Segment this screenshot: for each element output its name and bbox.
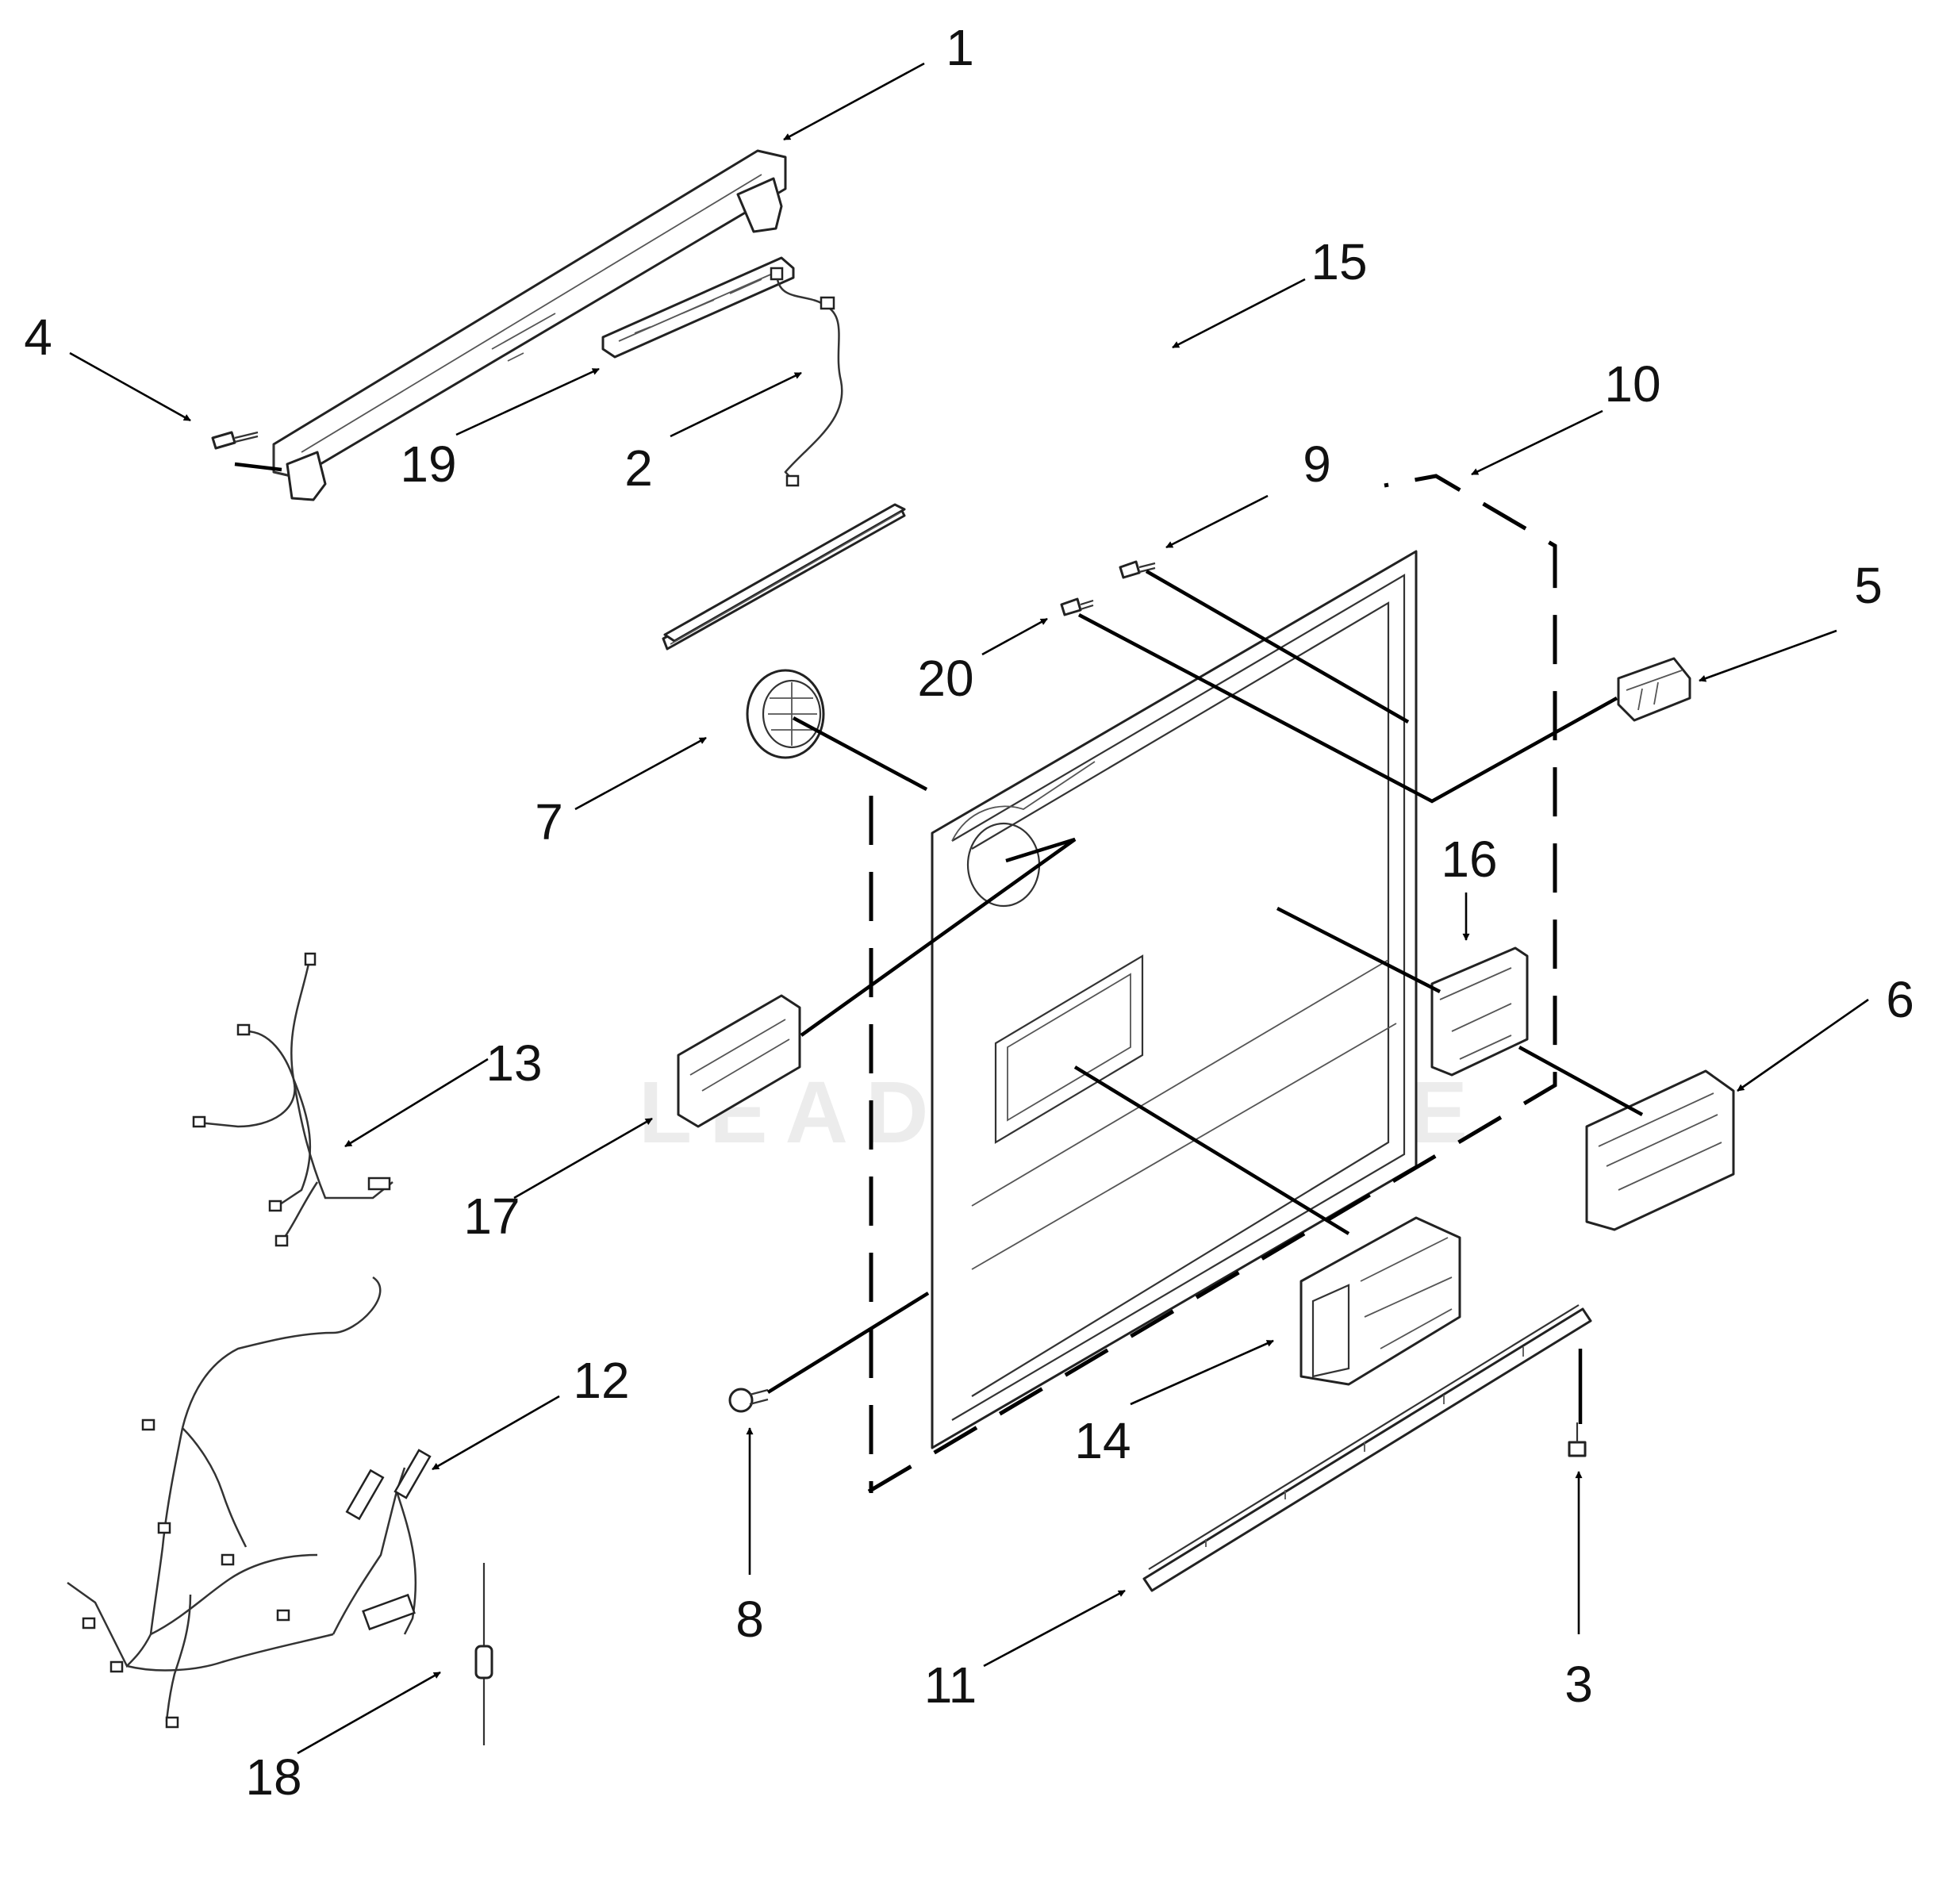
part-2-wire-harness[interactable] xyxy=(770,267,843,487)
part-14-detergent-dispenser[interactable] xyxy=(1299,1216,1461,1386)
part-9-screw[interactable] xyxy=(1119,560,1156,579)
callout-9[interactable]: 9 xyxy=(1303,436,1331,493)
callout-14[interactable]: 14 xyxy=(1074,1412,1131,1469)
part-13-wire-harness[interactable] xyxy=(192,952,393,1247)
callout-17[interactable]: 17 xyxy=(463,1188,520,1245)
part-10-dashed-outline xyxy=(867,474,1557,1494)
part-5-door-latch[interactable] xyxy=(1617,657,1691,722)
part-1-control-panel[interactable] xyxy=(272,149,787,501)
callout-13[interactable]: 13 xyxy=(486,1035,542,1092)
leader-lines xyxy=(234,462,1644,1424)
part-16-bracket[interactable] xyxy=(1430,946,1529,1077)
callout-6[interactable]: 6 xyxy=(1886,971,1914,1028)
callout-19[interactable]: 19 xyxy=(400,436,456,493)
callout-4[interactable]: 4 xyxy=(24,309,52,366)
callout-18[interactable]: 18 xyxy=(245,1749,301,1806)
part-3-screw[interactable] xyxy=(1568,1422,1587,1457)
callout-12[interactable]: 12 xyxy=(573,1352,629,1409)
part-4-screw[interactable] xyxy=(211,431,259,450)
callout-labels: 1 2 3 4 5 6 7 8 9 10 11 12 13 14 15 16 1… xyxy=(24,19,1914,1806)
callout-2[interactable]: 2 xyxy=(624,440,653,497)
callout-arrows xyxy=(69,62,1869,1755)
part-6-dispenser[interactable] xyxy=(1585,1069,1735,1231)
callout-10[interactable]: 10 xyxy=(1604,355,1660,413)
part-11-trim-strip[interactable] xyxy=(1142,1304,1592,1592)
callout-3[interactable]: 3 xyxy=(1564,1656,1593,1713)
callout-20[interactable]: 20 xyxy=(917,650,973,707)
part-19-user-interface[interactable] xyxy=(601,256,795,359)
part-12-main-wire-harness[interactable] xyxy=(67,1276,432,1729)
part-20-screw[interactable] xyxy=(1060,597,1094,616)
part-15-door-gasket-strip[interactable] xyxy=(662,503,906,651)
callout-1[interactable]: 1 xyxy=(946,19,974,76)
callout-16[interactable]: 16 xyxy=(1441,831,1497,888)
callout-11[interactable]: 11 xyxy=(924,1656,977,1714)
callout-5[interactable]: 5 xyxy=(1854,557,1883,614)
part-7-vent[interactable] xyxy=(746,669,825,759)
part-17-rinse-aid-dispenser[interactable] xyxy=(677,994,801,1128)
part-18-thermal-fuse[interactable] xyxy=(474,1563,493,1745)
callout-7[interactable]: 7 xyxy=(535,793,563,850)
callout-15[interactable]: 15 xyxy=(1311,233,1367,290)
callout-8[interactable]: 8 xyxy=(735,1591,764,1648)
part-8-screw[interactable] xyxy=(728,1388,769,1413)
